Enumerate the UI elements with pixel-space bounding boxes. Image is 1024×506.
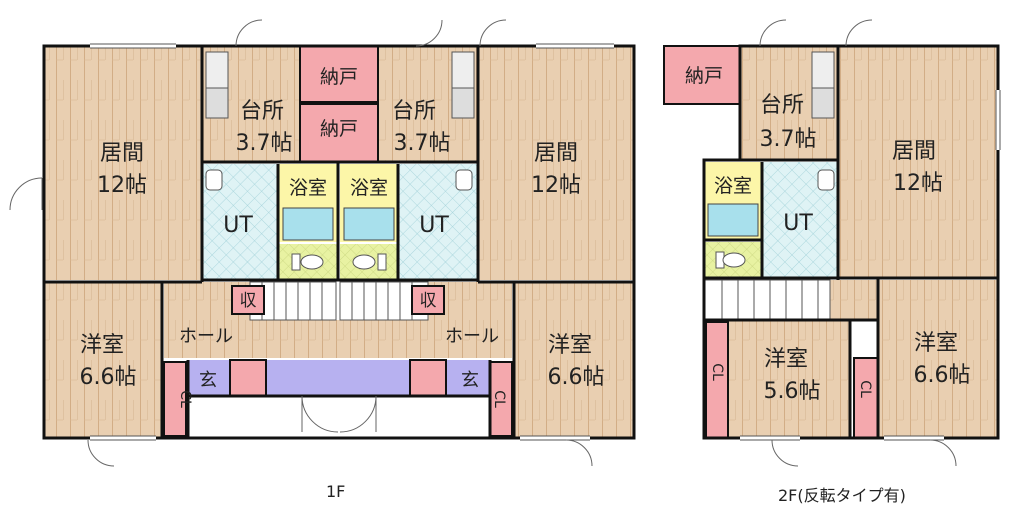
sink-2f [811, 87, 835, 119]
kitchen-right-label: 台所 [392, 99, 436, 124]
western-mid-size: 5.6帖 [764, 379, 821, 404]
ut-2f-label: UT [783, 211, 813, 236]
cl-left-box [163, 361, 187, 437]
stove-right [451, 51, 475, 89]
kitchen-left-size: 3.7帖 [236, 131, 293, 156]
walls-2f [702, 44, 1000, 440]
kitchen-2f-size: 3.7帖 [760, 127, 817, 152]
closet-2f [663, 45, 741, 105]
kitchen-left-label: 台所 [240, 99, 284, 124]
living-right-floor [478, 46, 634, 280]
cl-right-label: CL [491, 390, 507, 408]
tub-left [282, 207, 334, 241]
stove-2f [811, 51, 835, 89]
western-right-floor [514, 282, 634, 438]
western-right-size: 6.6帖 [548, 365, 605, 390]
western-right-label: 洋室 [548, 333, 592, 358]
washbasin-icon [817, 169, 835, 191]
shoe-box-left [229, 359, 267, 397]
tub-right [343, 207, 395, 241]
closet-mid [299, 103, 379, 163]
western-right-2f-size: 6.6帖 [914, 363, 971, 388]
cl-mid-label: CL [709, 363, 725, 381]
living-left-floor [44, 46, 202, 280]
living-2f-label: 居間 [892, 139, 936, 164]
living-left-label: 居間 [100, 141, 144, 166]
door-swings-1f [9, 19, 593, 467]
floor-2-caption: 2F(反転タイプ有) [778, 486, 906, 505]
living-floor [838, 46, 998, 278]
closet-top-label: 納戸 [320, 66, 358, 88]
door-swings-2f [759, 19, 957, 467]
floor-2: 納戸 台所 3.7帖 居間 12帖 浴室 UT 洋室 5.6帖 洋室 6.6帖 … [663, 19, 1001, 467]
hall-floor-2f [830, 280, 878, 320]
shoe-box-right [409, 359, 447, 397]
living-right-size: 12帖 [531, 173, 581, 198]
sink-right [451, 87, 475, 119]
ut-left-label: UT [223, 213, 253, 238]
cl-left-label: CL [177, 390, 193, 408]
entrance-left-label: 玄 [199, 370, 217, 391]
walls-1f [42, 44, 636, 440]
labels-1f: 居間 12帖 台所 3.7帖 納戸 納戸 台所 3.7帖 居間 12帖 UT 浴… [80, 66, 605, 408]
kitchen-2f-label: 台所 [760, 93, 804, 118]
bath-2f-label: 浴室 [714, 175, 752, 197]
western-mid-label: 洋室 [764, 347, 808, 372]
bath-right-label: 浴室 [350, 177, 388, 199]
living-left-size: 12帖 [97, 173, 147, 198]
cl-right-box-2f [853, 357, 879, 439]
storage-right-label: 収 [420, 291, 437, 311]
storage-right [411, 285, 445, 315]
living-right-label: 居間 [534, 141, 578, 166]
entrance-right-label: 玄 [461, 370, 479, 391]
windows-1f [90, 44, 614, 440]
ut-right-label: UT [419, 213, 449, 238]
cl-right-2f-label: CL [857, 380, 873, 398]
toilet-icon [291, 253, 387, 271]
western-left-floor [44, 282, 162, 438]
hall-left-label: ホール [179, 326, 233, 347]
sink-left [205, 87, 229, 119]
stairs-2f [703, 279, 831, 321]
closet-2f-label: 納戸 [685, 65, 723, 87]
storage-left-label: 収 [240, 291, 257, 311]
western-right-2f-label: 洋室 [914, 331, 958, 356]
toilet-icon [715, 251, 746, 269]
hall-right-label: ホール [445, 326, 499, 347]
floor-1-caption: 1F [326, 482, 346, 501]
washbasin-icon [205, 169, 473, 191]
western-mid-floor [728, 320, 850, 438]
windows-2f [740, 90, 1000, 440]
bath-left-label: 浴室 [289, 177, 327, 199]
stove-left [205, 51, 229, 89]
corridor-floor [250, 320, 428, 358]
western-left-label: 洋室 [80, 333, 124, 358]
tub-2f [707, 203, 759, 237]
living-2f-size: 12帖 [893, 171, 943, 196]
kitchen-right-size: 3.7帖 [394, 131, 451, 156]
floor-1: 居間 12帖 台所 3.7帖 納戸 納戸 台所 3.7帖 居間 12帖 UT 浴… [9, 19, 636, 467]
labels-2f: 納戸 台所 3.7帖 居間 12帖 浴室 UT 洋室 5.6帖 洋室 6.6帖 … [685, 65, 971, 404]
window-frames-1f [90, 43, 614, 441]
storage-left [231, 285, 265, 315]
western-right-floor-2f [878, 280, 998, 438]
closet-mid-label: 納戸 [320, 118, 358, 140]
western-left-size: 6.6帖 [80, 365, 137, 390]
